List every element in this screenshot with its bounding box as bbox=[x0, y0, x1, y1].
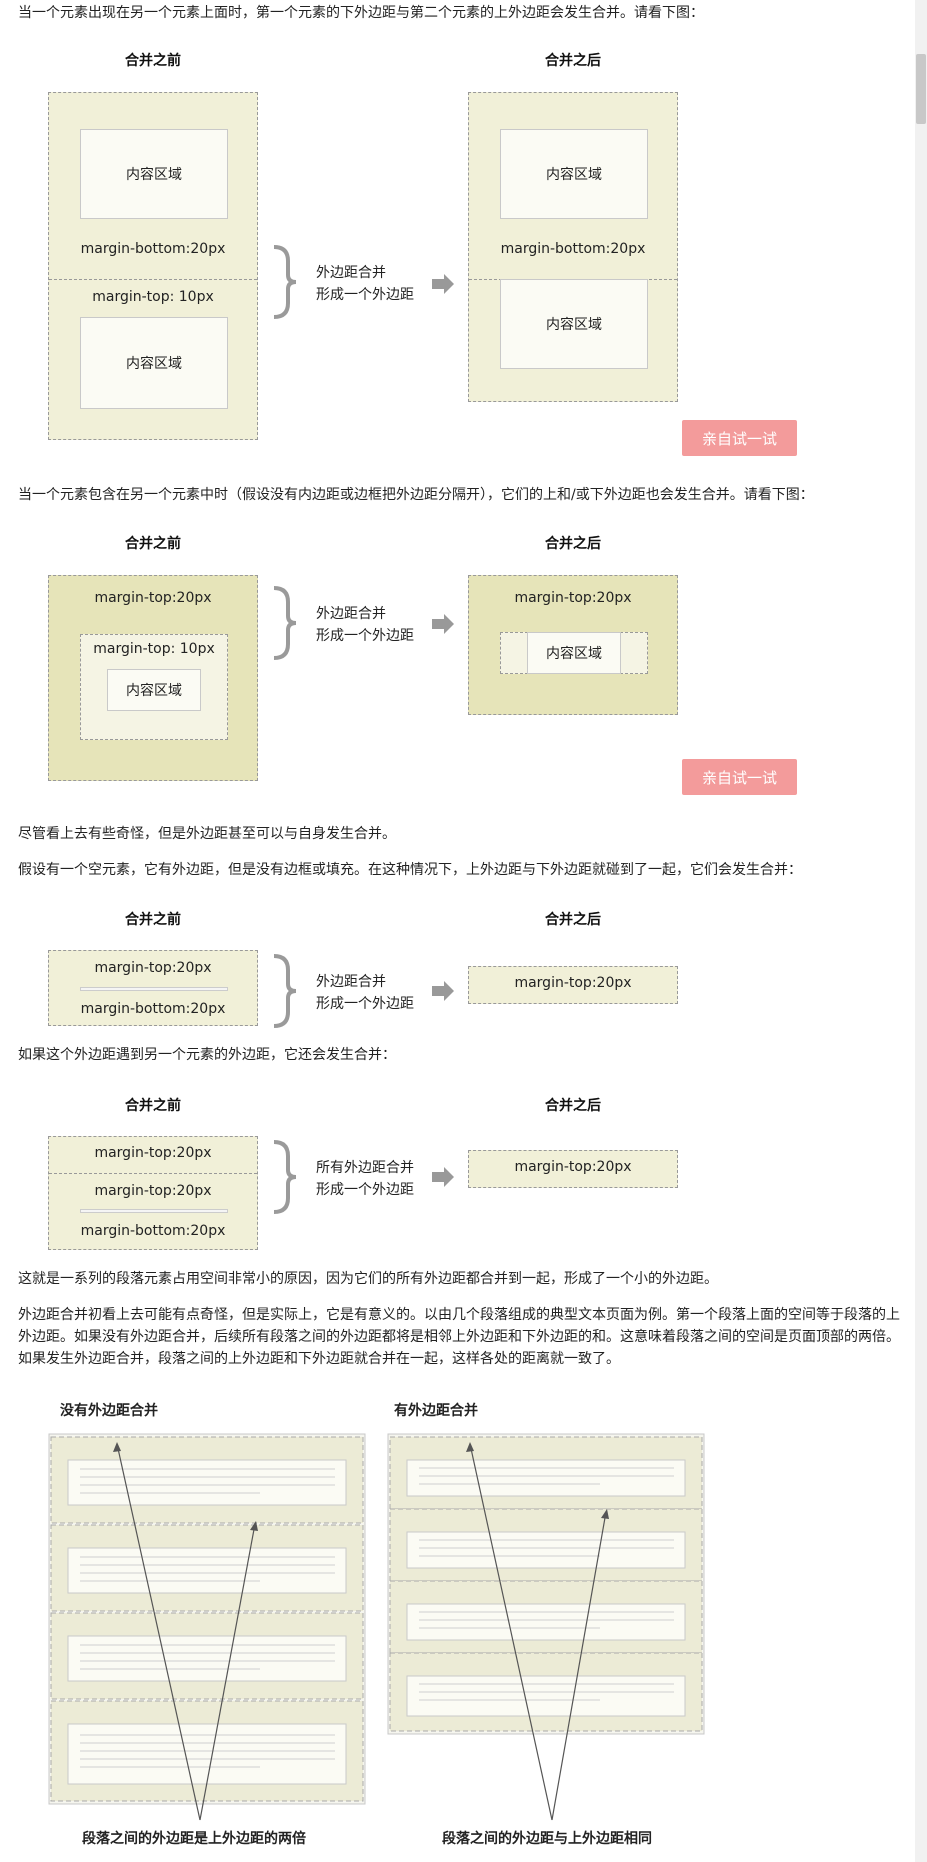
try-it-button[interactable]: 亲自试一试 bbox=[682, 759, 797, 795]
with-collapse-title: 有外边距合并 bbox=[394, 1403, 478, 1419]
content-area: 内容区域 bbox=[500, 279, 648, 369]
inner-box: 内容区域 bbox=[500, 632, 648, 674]
paragraph-3: 尽管看上去有些奇怪，但是外边距甚至可以与自身发生合并。 bbox=[18, 826, 396, 842]
margin-top-label: margin-top:20px bbox=[94, 1183, 212, 1199]
merge-note-line2: 形成一个外边距 bbox=[316, 287, 414, 303]
inner-box: margin-top: 10px 内容区域 bbox=[80, 634, 228, 740]
right-arrow-icon bbox=[432, 1167, 454, 1187]
after-outer-box: margin-top:20px 内容区域 bbox=[468, 575, 678, 715]
margin-bottom-label: margin-bottom:20px bbox=[80, 1223, 226, 1239]
after-title: 合并之后 bbox=[545, 1098, 601, 1114]
after-outer-box: 内容区域 margin-bottom:20px 内容区域 bbox=[468, 92, 678, 402]
merge-note-line2: 形成一个外边距 bbox=[316, 1182, 414, 1198]
divider-line bbox=[49, 1173, 257, 1174]
content-area: 内容区域 bbox=[527, 632, 621, 674]
brace-icon bbox=[273, 245, 297, 319]
paragraph-6: 这就是一系列的段落元素占用空间非常小的原因，因为它们的所有外边距都合并到一起，形… bbox=[18, 1271, 718, 1287]
paragraph-7: 外边距合并初看上去可能有点奇怪，但是实际上，它是有意义的。以由几个段落组成的典型… bbox=[18, 1307, 900, 1367]
margin-top-label: margin-top:20px bbox=[514, 1159, 632, 1175]
merge-note-line2: 形成一个外边距 bbox=[316, 996, 414, 1012]
margin-top-label: margin-top:20px bbox=[94, 590, 212, 606]
margin-bottom-label: margin-bottom:20px bbox=[80, 241, 226, 257]
no-collapse-title: 没有外边距合并 bbox=[60, 1403, 158, 1419]
paragraph-spacing-diagram bbox=[48, 1433, 705, 1821]
margin-top-label: margin-top: 10px bbox=[93, 641, 215, 657]
before-title: 合并之前 bbox=[125, 1098, 181, 1114]
after-stacked-box: margin-top:20px bbox=[468, 1150, 678, 1188]
right-arrow-icon bbox=[432, 981, 454, 1001]
merge-note-line1: 外边距合并 bbox=[316, 606, 386, 622]
caption-with-collapse: 段落之间的外边距与上外边距相同 bbox=[442, 1831, 652, 1847]
before-title: 合并之前 bbox=[125, 912, 181, 928]
paragraph-4: 假设有一个空元素，它有外边距，但是没有边框或填充。在这种情况下，上外边距与下外边… bbox=[18, 862, 802, 878]
intro-paragraph-2: 当一个元素包含在另一个元素中时（假设没有内边距或边框把外边距分隔开），它们的上和… bbox=[18, 487, 814, 503]
content-area: 内容区域 bbox=[107, 669, 201, 711]
merge-note-line1: 外边距合并 bbox=[316, 974, 386, 990]
brace-icon bbox=[273, 954, 297, 1028]
before-outer-box: 内容区域 margin-bottom:20px margin-top: 10px… bbox=[48, 92, 258, 440]
after-title: 合并之后 bbox=[545, 53, 601, 69]
after-empty-box: margin-top:20px bbox=[468, 966, 678, 1004]
merge-note-line2: 形成一个外边距 bbox=[316, 628, 414, 644]
margin-top-label: margin-top: 10px bbox=[92, 289, 214, 305]
margin-bottom-label: margin-bottom:20px bbox=[500, 241, 646, 257]
brace-icon bbox=[273, 1140, 297, 1214]
empty-element-bar bbox=[80, 1209, 228, 1213]
merge-note-line1: 外边距合并 bbox=[316, 265, 386, 281]
vertical-scrollbar[interactable] bbox=[915, 0, 927, 1862]
right-arrow-icon bbox=[432, 614, 454, 634]
paragraph-5: 如果这个外边距遇到另一个元素的外边距，它还会发生合并： bbox=[18, 1047, 396, 1063]
margin-top-label: margin-top:20px bbox=[94, 1145, 212, 1161]
margin-bottom-label: margin-bottom:20px bbox=[80, 1001, 226, 1017]
brace-icon bbox=[273, 586, 297, 660]
divider-line bbox=[49, 279, 257, 280]
try-it-button[interactable]: 亲自试一试 bbox=[682, 420, 797, 456]
content-area: 内容区域 bbox=[80, 129, 228, 219]
intro-paragraph-1: 当一个元素出现在另一个元素上面时，第一个元素的下外边距与第二个元素的上外边距会发… bbox=[18, 5, 704, 21]
after-title: 合并之后 bbox=[545, 912, 601, 928]
merge-note-line1: 所有外边距合并 bbox=[316, 1160, 414, 1176]
margin-top-label: margin-top:20px bbox=[514, 590, 632, 606]
content-area: 内容区域 bbox=[80, 317, 228, 409]
before-stacked-box: margin-top:20px margin-top:20px margin-b… bbox=[48, 1136, 258, 1250]
right-arrow-icon bbox=[432, 274, 454, 294]
content-area: 内容区域 bbox=[500, 129, 648, 219]
before-title: 合并之前 bbox=[125, 53, 181, 69]
before-outer-box: margin-top:20px margin-top: 10px 内容区域 bbox=[48, 575, 258, 781]
caption-no-collapse: 段落之间的外边距是上外边距的两倍 bbox=[82, 1831, 306, 1847]
margin-top-label: margin-top:20px bbox=[94, 960, 212, 976]
margin-top-label: margin-top:20px bbox=[514, 975, 632, 991]
scrollbar-thumb[interactable] bbox=[916, 54, 926, 124]
before-title: 合并之前 bbox=[125, 536, 181, 552]
after-title: 合并之后 bbox=[545, 536, 601, 552]
empty-element-bar bbox=[80, 987, 228, 991]
before-empty-box: margin-top:20px margin-bottom:20px bbox=[48, 950, 258, 1026]
